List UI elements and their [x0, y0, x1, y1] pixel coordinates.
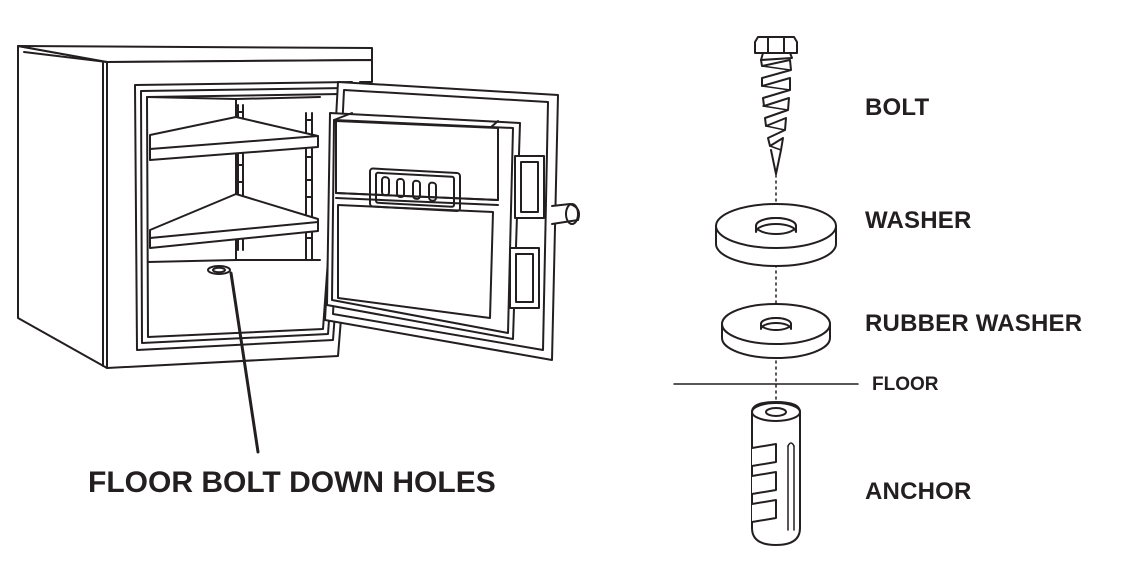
safe-door: [324, 81, 580, 361]
floor-hole-leader-line: [229, 271, 260, 454]
anchor-label: ANCHOR: [865, 478, 972, 505]
rubber-washer-icon: [721, 303, 831, 359]
bolt-label: BOLT: [865, 94, 930, 121]
bolt-icon: [754, 36, 798, 175]
keypad-icon: [369, 167, 461, 212]
safe-cabinet: [17, 45, 373, 369]
safe-drawing: [17, 45, 580, 454]
washer-label: WASHER: [865, 207, 972, 234]
rubber-washer-label: RUBBER WASHER: [865, 310, 1083, 337]
floor-bolt-down-holes-label: FLOOR BOLT DOWN HOLES: [88, 466, 496, 499]
floor-label: FLOOR: [872, 374, 939, 395]
bolt-assembly: [673, 36, 859, 546]
washer-icon: [715, 203, 837, 267]
anchor-icon: [751, 401, 801, 546]
